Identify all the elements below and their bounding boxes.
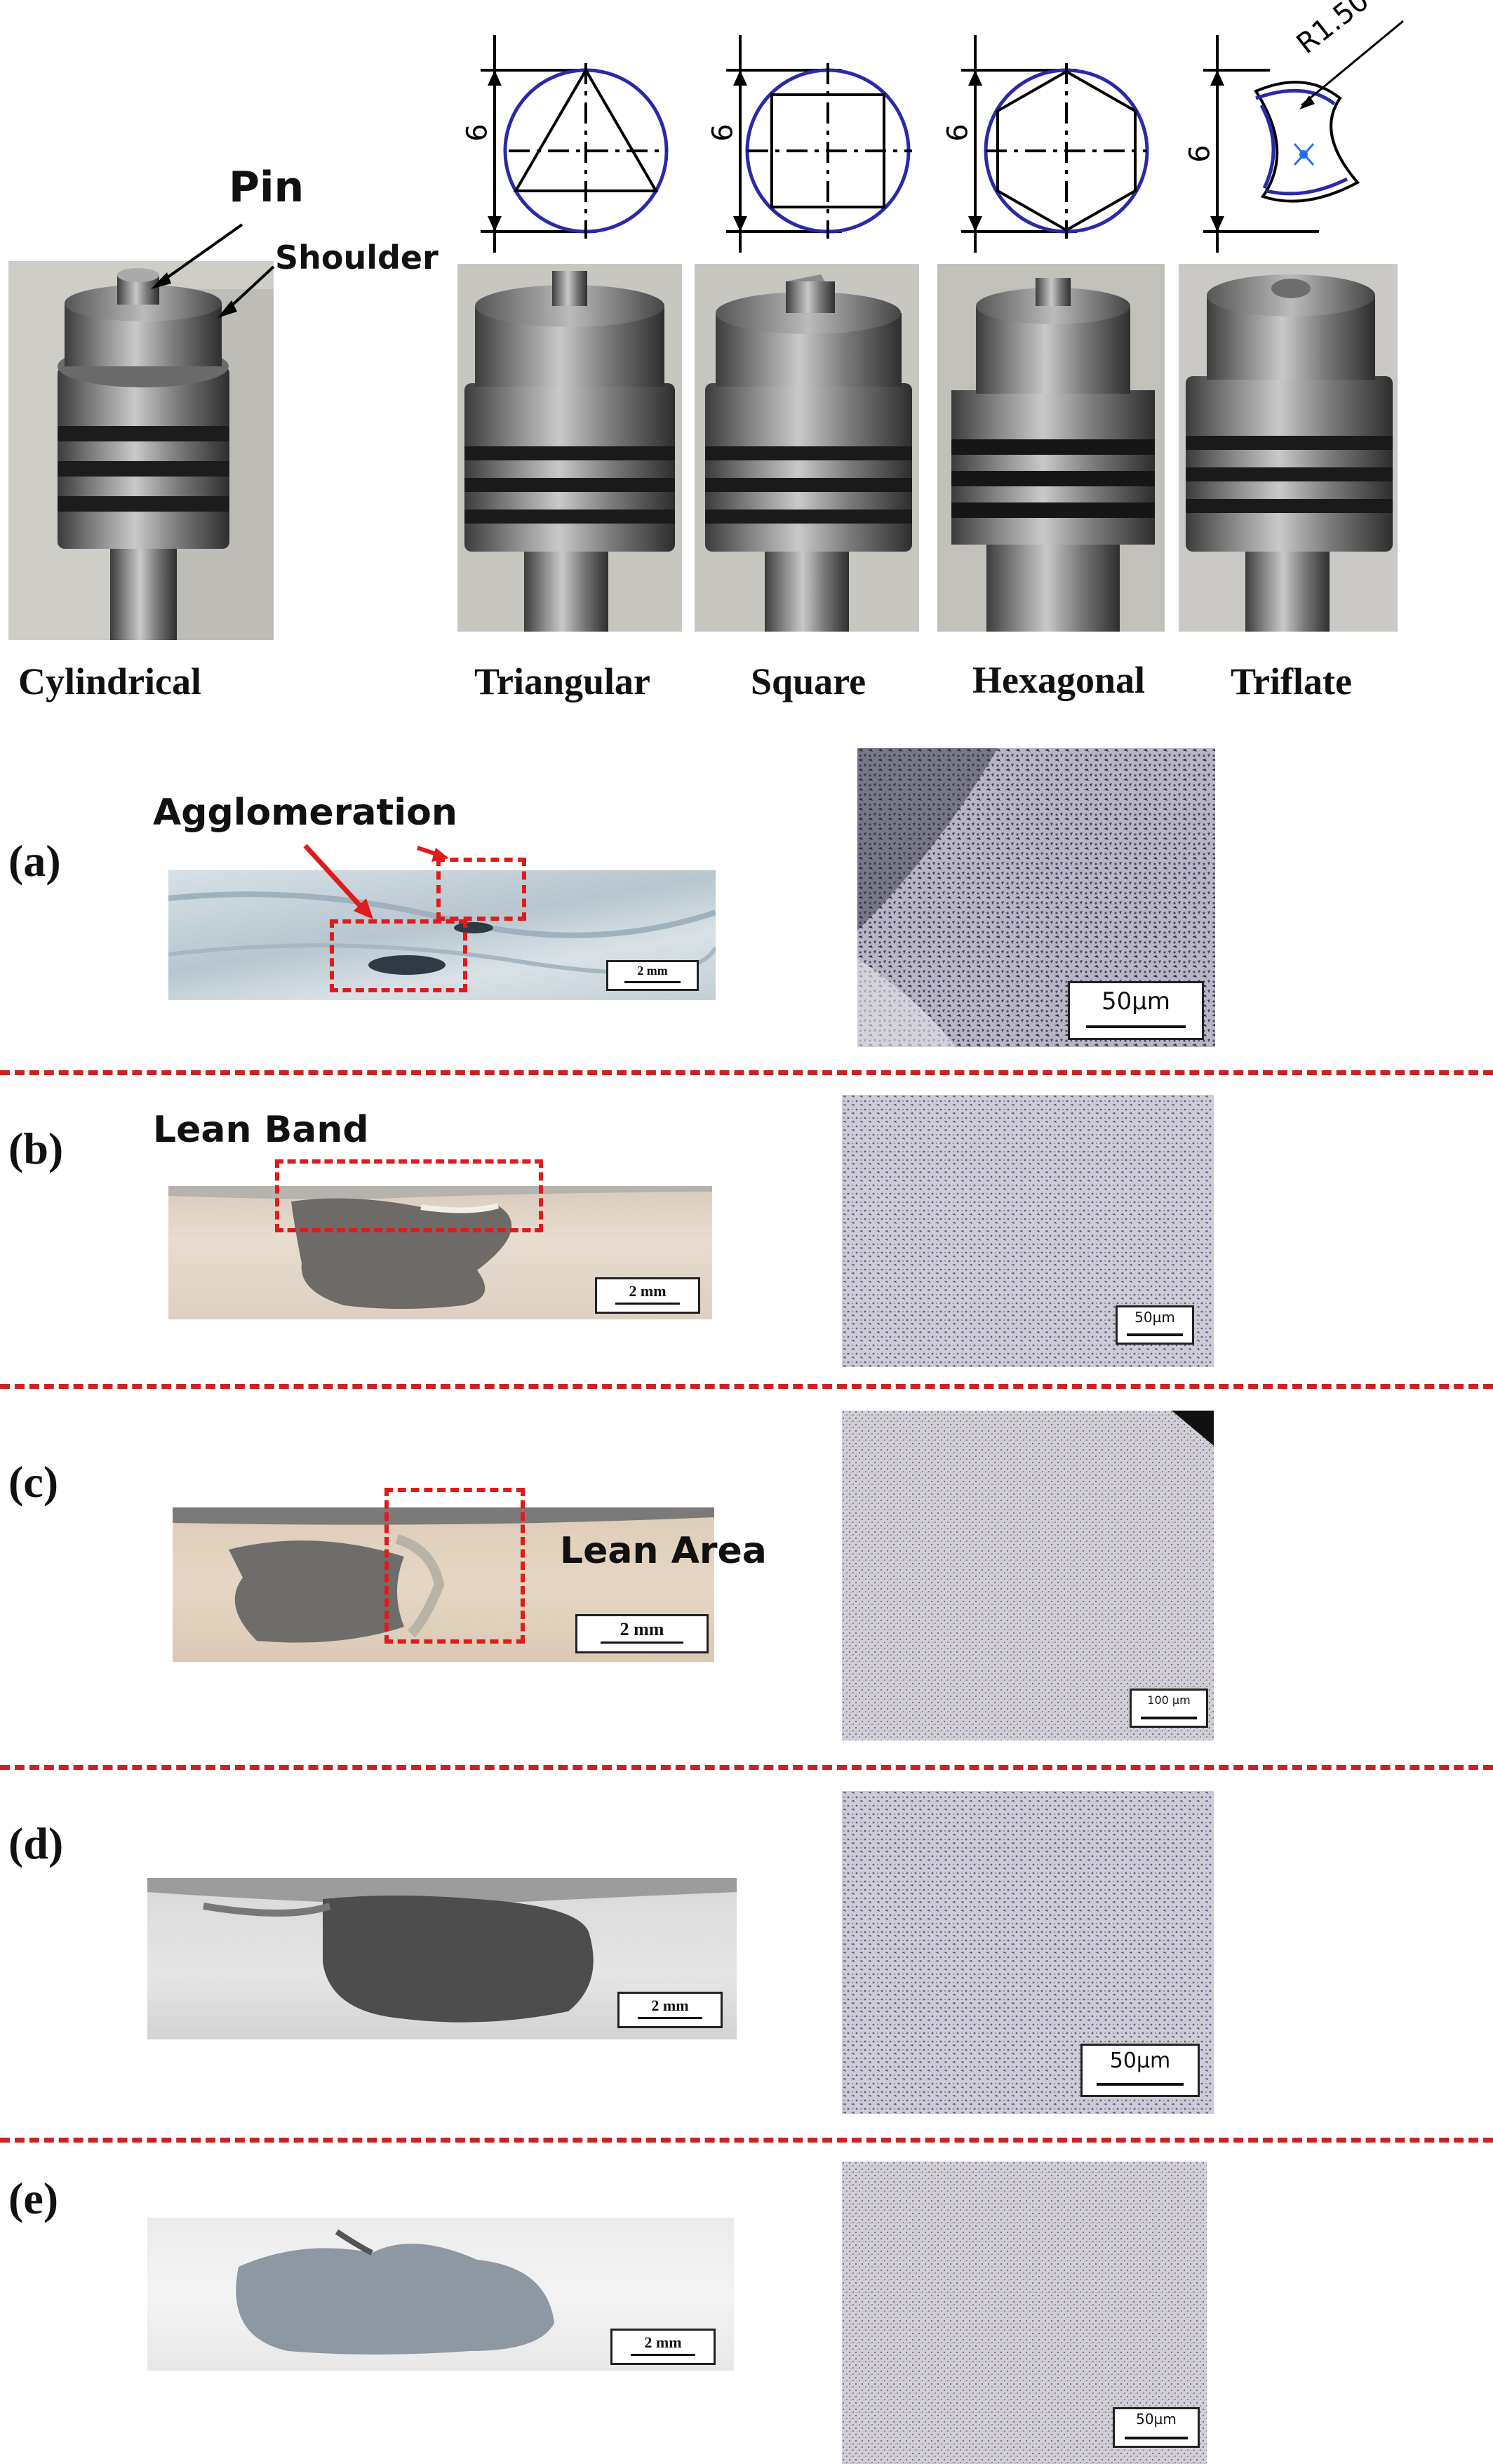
row-d-macro-scale-label: 2 mm [651,1997,689,2014]
row-a-micro-scale: 50µm [1068,981,1204,1040]
row-c-micrograph [842,1411,1214,1740]
row-d-macro-scale: 2 mm [617,1992,723,2028]
row-d-letter: (d) [8,1818,64,1868]
row-e-macrograph [147,2218,734,2371]
row-a-micro-scale-label: 50µm [1101,987,1170,1015]
row-e-macro-scale: 2 mm [610,2329,716,2365]
hexagonal-tool-photo [937,264,1165,632]
cylindrical-tool-photo [8,261,274,640]
row-e-micro-scale: 50µm [1113,2407,1200,2448]
row-b-highlight-box [275,1159,543,1232]
row-a-macro-scale-label: 2 mm [637,964,668,978]
row-b-micro-scale: 50µm [1116,1305,1194,1345]
row-a-highlight-box [436,858,526,921]
row-a-annotation: Agglomeration [153,792,457,834]
label-triangular: Triangular [474,660,651,702]
triflate-dimension: 6 [1184,145,1217,163]
label-hexagonal: Hexagonal [972,659,1146,701]
row-c-micro-scale: 100 µm [1130,1689,1208,1728]
row-c-macro-scale-label: 2 mm [620,1619,664,1639]
row-c-letter: (c) [8,1457,59,1507]
label-square: Square [751,660,866,702]
triflate-schematic [1203,20,1404,253]
hexagonal-dimension: 6 [942,124,975,142]
row-a-arrows [303,844,449,919]
square-schematic [726,35,912,253]
row-b-macro-scale-label: 2 mm [629,1282,667,1300]
row-divider [0,2138,1493,2143]
row-divider [0,1384,1493,1389]
row-a-macro-scale: 2 mm [606,960,699,991]
triangular-dimension: 6 [461,124,494,142]
row-e-micro-scale-label: 50µm [1136,2411,1177,2428]
row-c-highlight-box [384,1488,525,1644]
row-e-letter: (e) [8,2173,59,2223]
triangular-tool-photo [457,264,682,632]
label-triflate: Triflate [1231,660,1352,702]
triflate-tool-photo [1179,264,1398,632]
row-c-micro-scale-label: 100 µm [1147,1693,1191,1707]
row-a-letter: (a) [8,836,61,886]
row-divider [0,1765,1493,1770]
label-cylindrical: Cylindrical [18,660,202,702]
callout-arrows [151,223,275,318]
shoulder-callout: Shoulder [275,239,438,277]
row-e-macro-scale-label: 2 mm [644,2333,682,2351]
row-b-micro-scale-label: 50µm [1134,1309,1175,1326]
square-dimension: 6 [707,124,739,142]
row-b-letter: (b) [8,1124,64,1173]
row-c-annotation: Lean Area [560,1530,767,1572]
row-d-micro-scale-label: 50µm [1109,2049,1171,2073]
hexagonal-schematic [961,35,1149,253]
pin-callout: Pin [229,163,304,212]
row-c-macro-scale: 2 mm [575,1614,709,1653]
row-a-highlight-box [330,919,467,992]
row-d-macrograph [147,1878,737,2039]
square-tool-photo [695,264,919,632]
row-b-annotation: Lean Band [153,1109,369,1151]
row-divider [0,1070,1493,1075]
row-d-micro-scale: 50µm [1080,2044,1200,2097]
triangular-schematic [481,35,669,253]
row-b-macro-scale: 2 mm [595,1277,700,1314]
